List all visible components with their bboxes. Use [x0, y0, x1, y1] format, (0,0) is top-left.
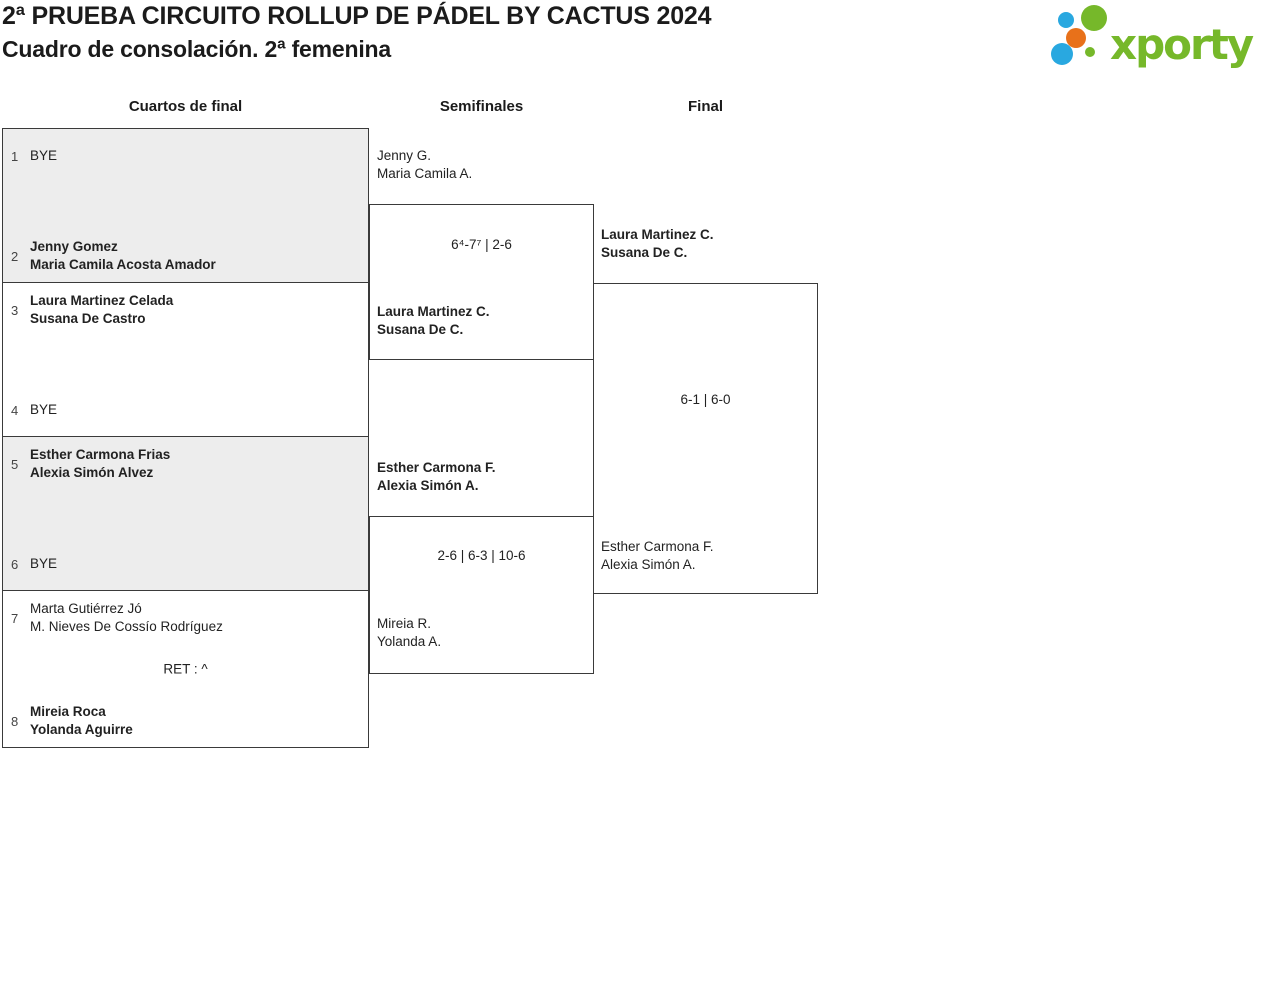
- final-team-bottom: Esther Carmona F. Alexia Simón A.: [601, 538, 714, 574]
- team-line: Laura Martinez C.: [601, 227, 714, 242]
- final-score: 6-1 | 6-0: [680, 392, 731, 407]
- sf2-score: 2-6 | 6-3 | 10-6: [437, 548, 526, 563]
- qf1-slot-bottom: 2 Jenny Gomez Maria Camila Acosta Amador: [3, 230, 368, 282]
- seed-number: 7: [11, 610, 19, 626]
- team-line: Alexia Simón Alvez: [30, 465, 154, 480]
- xporty-logo[interactable]: xporty: [1044, 2, 1274, 70]
- team-names: Laura Martinez Celada Susana De Castro: [30, 292, 173, 328]
- round-header-cuartos: Cuartos de final: [128, 98, 243, 115]
- team-names: Jenny Gomez Maria Camila Acosta Amador: [30, 238, 216, 274]
- qf3-slot-bottom: 6 BYE: [3, 538, 368, 590]
- team-line: Yolanda Aguirre: [30, 722, 133, 737]
- qf4-slot-bottom: 8 Mireia Roca Yolanda Aguirre: [3, 695, 368, 747]
- qf1-slot-top: 1 BYE: [3, 129, 368, 183]
- seed-number: 2: [11, 248, 19, 264]
- logo-wordmark: xporty: [1110, 20, 1254, 69]
- team-names: BYE: [30, 147, 57, 165]
- team-line: Esther Carmona F.: [601, 539, 714, 554]
- team-line: Laura Martinez Celada: [30, 293, 174, 308]
- team-names: BYE: [30, 401, 57, 419]
- logo-dot-blue-large: [1051, 43, 1073, 65]
- team-line: Esther Carmona Frias: [30, 447, 171, 462]
- logo-dot-green-small: [1085, 47, 1095, 57]
- sf1-team-bottom: Laura Martinez C. Susana De C.: [377, 303, 490, 339]
- qf-match-3: 5 Esther Carmona Frias Alexia Simón Alve…: [2, 436, 369, 591]
- team-names: Esther Carmona Frias Alexia Simón Alvez: [30, 446, 170, 482]
- sf1-score: 6⁴-7⁷ | 2-6: [451, 237, 512, 252]
- team-line: BYE: [30, 556, 58, 571]
- sf2-team-top: Esther Carmona F. Alexia Simón A.: [377, 459, 496, 495]
- team-line: Mireia Roca: [30, 704, 106, 719]
- team-line: Susana De C.: [377, 322, 464, 337]
- final-match-box: [593, 283, 818, 594]
- seed-number: 8: [11, 713, 19, 729]
- qf-match-2: 3 Laura Martinez Celada Susana De Castro…: [2, 282, 369, 437]
- team-line: BYE: [30, 402, 58, 417]
- xporty-logo-graphic: xporty: [1051, 5, 1256, 69]
- team-line: Jenny Gomez: [30, 239, 118, 254]
- team-line: Yolanda A.: [377, 634, 442, 649]
- logo-dot-orange: [1066, 28, 1086, 48]
- team-line: Mireia R.: [377, 616, 432, 631]
- page-title: 2ª PRUEBA CIRCUITO ROLLUP DE PÁDEL BY CA…: [2, 2, 712, 30]
- logo-dot-blue-small: [1058, 12, 1074, 28]
- sf-match-2-box: [369, 516, 594, 674]
- team-line: Susana De C.: [601, 245, 688, 260]
- team-line: BYE: [30, 148, 58, 163]
- team-line: Susana De Castro: [30, 311, 146, 326]
- round-header-final: Final: [687, 98, 723, 115]
- qf4-slot-top: 7 Marta Gutiérrez Jó M. Nieves De Cossío…: [3, 591, 368, 645]
- final-team-top: Laura Martinez C. Susana De C.: [601, 226, 714, 262]
- team-line: Maria Camila A.: [377, 166, 473, 181]
- sf-match-1-box: [369, 204, 594, 360]
- team-line: Alexia Simón A.: [601, 557, 696, 572]
- logo-dot-green-large: [1081, 5, 1107, 31]
- team-line: M. Nieves De Cossío Rodríguez: [30, 619, 223, 634]
- team-line: Laura Martinez C.: [377, 304, 490, 319]
- team-names: Marta Gutiérrez Jó M. Nieves De Cossío R…: [30, 600, 223, 636]
- seed-number: 1: [11, 148, 19, 164]
- seed-number: 5: [11, 456, 19, 472]
- qf2-slot-top: 3 Laura Martinez Celada Susana De Castro: [3, 283, 368, 337]
- seed-number: 6: [11, 556, 19, 572]
- qf3-slot-top: 5 Esther Carmona Frias Alexia Simón Alve…: [3, 437, 368, 491]
- team-line: Alexia Simón A.: [377, 478, 479, 493]
- round-header-semifinales: Semifinales: [439, 98, 524, 115]
- team-line: Maria Camila Acosta Amador: [30, 257, 216, 272]
- team-line: Jenny G.: [377, 148, 432, 163]
- sf2-team-bottom: Mireia R. Yolanda A.: [377, 615, 441, 651]
- team-line: Marta Gutiérrez Jó: [30, 601, 142, 616]
- team-names: BYE: [30, 555, 57, 573]
- qf-match-1: 1 BYE 2 Jenny Gomez Maria Camila Acosta …: [2, 128, 369, 283]
- seed-number: 3: [11, 302, 19, 318]
- sf1-team-top: Jenny G. Maria Camila A.: [377, 147, 472, 183]
- qf-match-4: 7 Marta Gutiérrez Jó M. Nieves De Cossío…: [2, 590, 369, 748]
- team-line: Esther Carmona F.: [377, 460, 496, 475]
- qf2-slot-bottom: 4 BYE: [3, 384, 368, 436]
- qf4-score: RET : ^: [163, 661, 208, 677]
- team-names: Mireia Roca Yolanda Aguirre: [30, 703, 133, 739]
- seed-number: 4: [11, 402, 19, 418]
- page-subtitle: Cuadro de consolación. 2ª femenina: [2, 36, 391, 62]
